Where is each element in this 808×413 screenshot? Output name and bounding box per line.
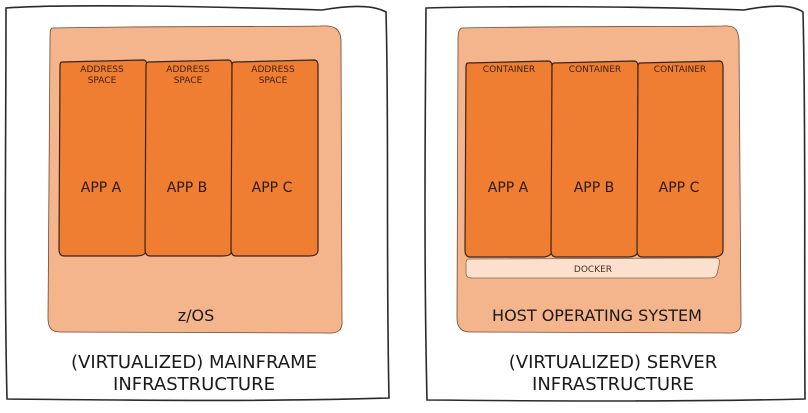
address-space-c-label-2: SPACE: [259, 76, 288, 86]
container-c-label: CONTAINER: [654, 65, 706, 75]
server-app-b: APP B: [574, 180, 615, 196]
zos-label: z/OS: [178, 306, 215, 325]
address-space-a: [58, 59, 148, 257]
host-os-label: HOST OPERATING SYSTEM: [492, 306, 702, 325]
address-space-b: [144, 59, 233, 257]
server-app-c: APP C: [659, 180, 700, 196]
server-caption-line-1: (VIRTUALIZED) SERVER: [509, 352, 718, 373]
container-a-label: CONTAINER: [483, 65, 535, 75]
server-app-a: APP A: [488, 180, 529, 196]
container-a: [464, 60, 553, 258]
mainframe-app-c: APP C: [252, 180, 293, 196]
mainframe-app-a: APP A: [81, 180, 122, 196]
server-panel: CONTAINER CONTAINER CONTAINER APP A APP …: [424, 5, 806, 402]
server-caption-line-2: INFRASTRUCTURE: [532, 374, 694, 395]
container-b-label: CONTAINER: [569, 65, 621, 75]
address-space-c: [230, 59, 319, 257]
address-space-c-label-1: ADDRESS: [251, 65, 295, 75]
docker-layer: [465, 257, 720, 279]
address-space-b-label-1: ADDRESS: [166, 65, 210, 75]
mainframe-app-b: APP B: [167, 180, 208, 196]
address-space-a-label-1: ADDRESS: [80, 65, 124, 75]
container-b: [550, 60, 639, 258]
mainframe-caption-line-1: (VIRTUALIZED) MAINFRAME: [71, 352, 317, 373]
mainframe-caption-line-2: INFRASTRUCTURE: [113, 374, 275, 395]
mainframe-panel: ADDRESS SPACE ADDRESS SPACE ADDRESS SPAC…: [4, 5, 390, 402]
address-space-a-label-2: SPACE: [88, 76, 117, 86]
address-space-b-label-2: SPACE: [174, 76, 203, 86]
container-c: [636, 60, 724, 258]
docker-label: DOCKER: [574, 265, 612, 275]
